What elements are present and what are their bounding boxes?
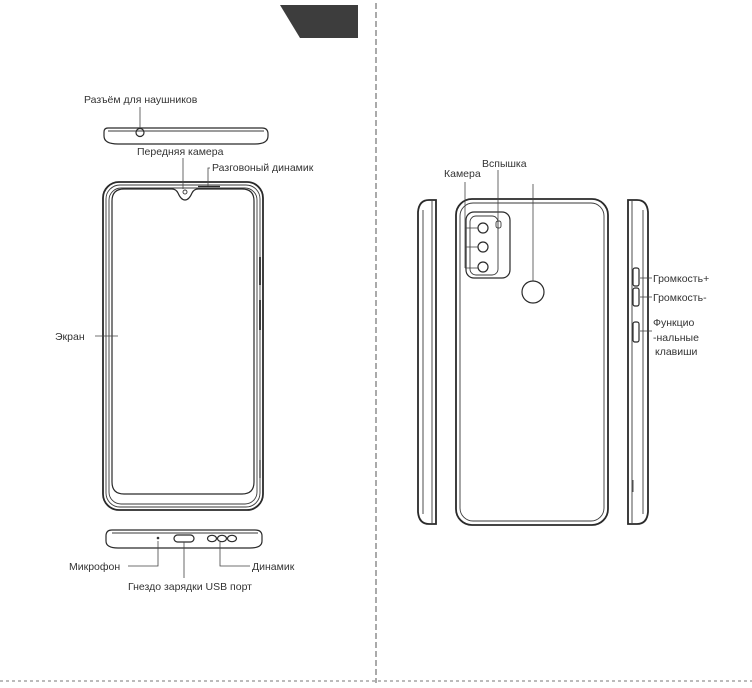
rear-camera-1-icon <box>478 223 488 233</box>
label-speaker: Динамик <box>252 561 295 573</box>
flash-icon <box>496 221 501 228</box>
usb-port-icon <box>174 535 194 542</box>
label-function-keys-1: Функцио <box>653 317 695 329</box>
label-headphone-jack: Разъём для наушников <box>84 94 198 106</box>
phone-top-edge <box>104 107 268 144</box>
headphone-jack-icon <box>136 129 144 137</box>
label-microphone: Микрофон <box>69 561 120 573</box>
header-tab <box>280 5 358 38</box>
volume-down-button <box>633 288 639 306</box>
function-key-button <box>633 322 639 342</box>
phone-back <box>456 170 608 525</box>
phone-bottom-edge <box>106 530 262 578</box>
front-camera-icon <box>183 190 187 194</box>
rear-camera-3-icon <box>478 262 488 272</box>
fingerprint-sensor-icon <box>522 281 544 303</box>
phone-right-side <box>628 200 652 524</box>
label-front-camera: Передняя камера <box>137 146 224 158</box>
microphone-hole <box>157 537 160 540</box>
phone-left-side <box>418 200 436 524</box>
label-flash: Вспышка <box>482 158 527 170</box>
label-function-keys-2: -нальные <box>653 332 699 344</box>
label-function-keys-3: клавиши <box>655 346 698 358</box>
label-volume-down: Громкость- <box>653 292 707 304</box>
label-camera: Камера <box>444 168 481 180</box>
rear-camera-2-icon <box>478 242 488 252</box>
label-volume-up: Громкость+ <box>653 273 709 285</box>
screen-outline <box>112 189 254 494</box>
label-screen: Экран <box>55 331 85 343</box>
volume-up-button <box>633 268 639 286</box>
label-earpiece: Разговоный динамик <box>212 162 314 174</box>
phone-front <box>95 158 263 510</box>
label-usb-port: Гнездо зарядки USB порт <box>128 581 252 593</box>
